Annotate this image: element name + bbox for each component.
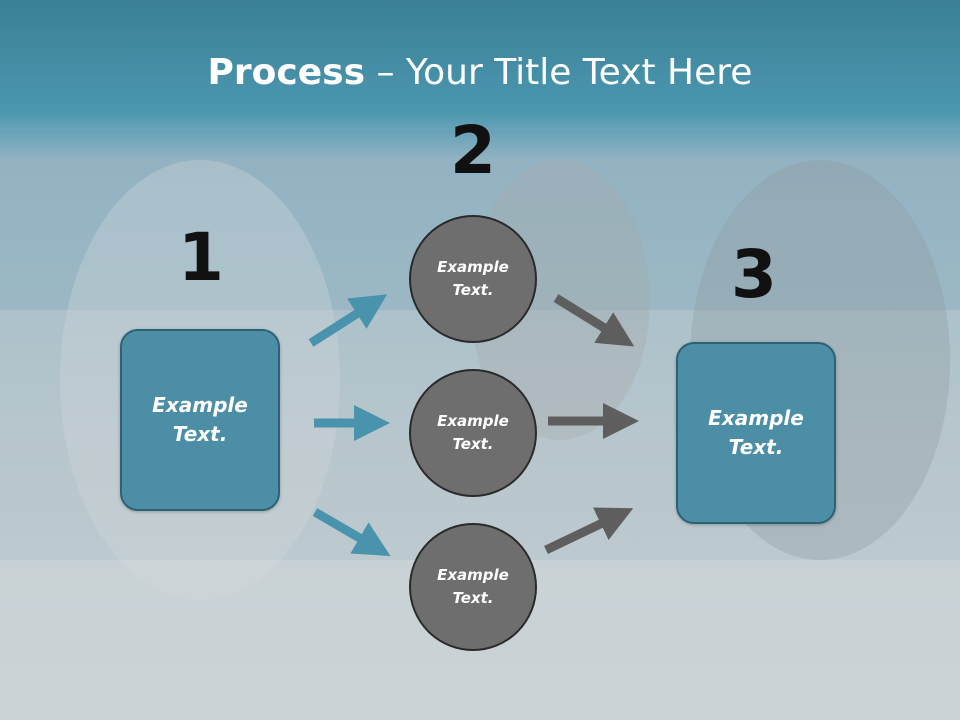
slide-title: Process – Your Title Text Here xyxy=(0,52,960,93)
left-box-label: Example Text. xyxy=(152,393,248,446)
left-process-box[interactable]: Example Text. xyxy=(120,329,280,511)
arrow-from-top xyxy=(553,294,635,347)
step-number-2: 2 xyxy=(450,112,496,189)
step-number-1: 1 xyxy=(178,219,224,296)
right-process-box[interactable]: Example Text. xyxy=(676,342,836,524)
circle-top-label: Example Text. xyxy=(437,258,509,299)
title-rest: – Your Title Text Here xyxy=(365,52,753,93)
arrow-to-top xyxy=(308,294,388,347)
circle-bottom[interactable]: Example Text. xyxy=(409,523,537,651)
title-bold: Process xyxy=(207,52,366,93)
circle-bottom-label: Example Text. xyxy=(437,566,509,607)
step-number-3: 3 xyxy=(731,236,777,313)
arrow-from-bottom xyxy=(544,507,634,555)
title-band xyxy=(0,0,960,160)
right-box-label: Example Text. xyxy=(708,406,804,459)
circle-top[interactable]: Example Text. xyxy=(409,215,537,343)
circle-middle[interactable]: Example Text. xyxy=(409,369,537,497)
circle-middle-label: Example Text. xyxy=(437,412,509,453)
arrow-to-bottom xyxy=(312,508,391,557)
